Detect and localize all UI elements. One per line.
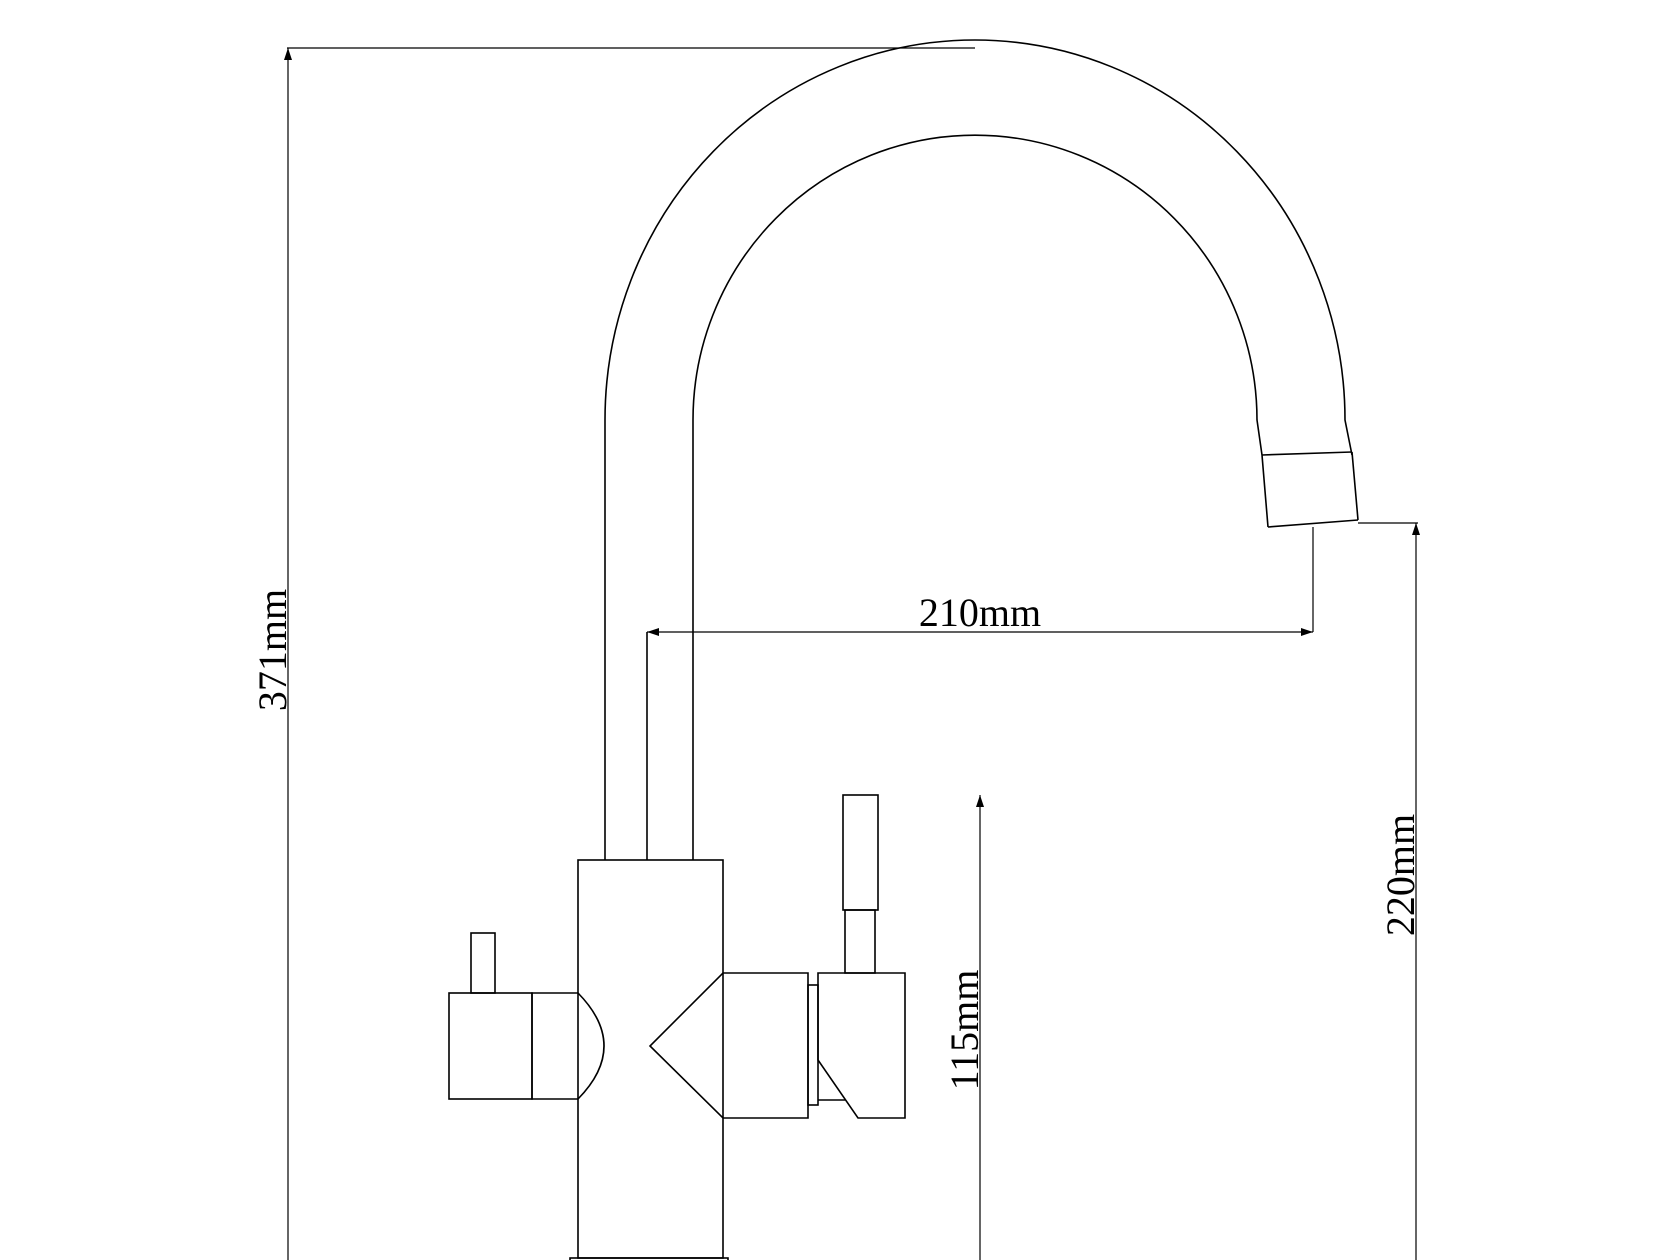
right-lever [648, 794, 906, 1119]
dimension-total-height: 371mm [250, 47, 975, 1260]
total-height-label: 371mm [250, 589, 295, 711]
dimension-spout-height: 220mm [1358, 522, 1423, 1260]
faucet-body [577, 632, 724, 1259]
left-handle-knob [470, 932, 496, 994]
right-lever-handle-bar [842, 794, 879, 911]
faucet-outline [448, 39, 1359, 1260]
dimension-spout-reach: 210mm [647, 527, 1314, 636]
spout-aerator [1261, 451, 1359, 528]
spout-inner-edge [692, 134, 1263, 860]
spout-height-label: 220mm [1378, 814, 1423, 936]
right-lever-ring [807, 984, 819, 1106]
left-handle [448, 932, 605, 1100]
body-height-label: 115mm [942, 970, 987, 1091]
base-nut [569, 1257, 729, 1260]
dimension-body-height: 115mm [942, 795, 987, 1260]
spout-reach-label: 210mm [919, 590, 1041, 635]
left-handle-block [448, 992, 533, 1100]
left-handle-cap [531, 992, 605, 1100]
dimension-lines: 371mm 210mm 220mm 115mm [250, 47, 1423, 1260]
right-lever-housing [817, 972, 906, 1119]
spout [604, 39, 1353, 860]
spout-outer-edge [604, 39, 1353, 860]
right-lever-stem [844, 909, 876, 974]
right-lever-cone [648, 972, 809, 1119]
